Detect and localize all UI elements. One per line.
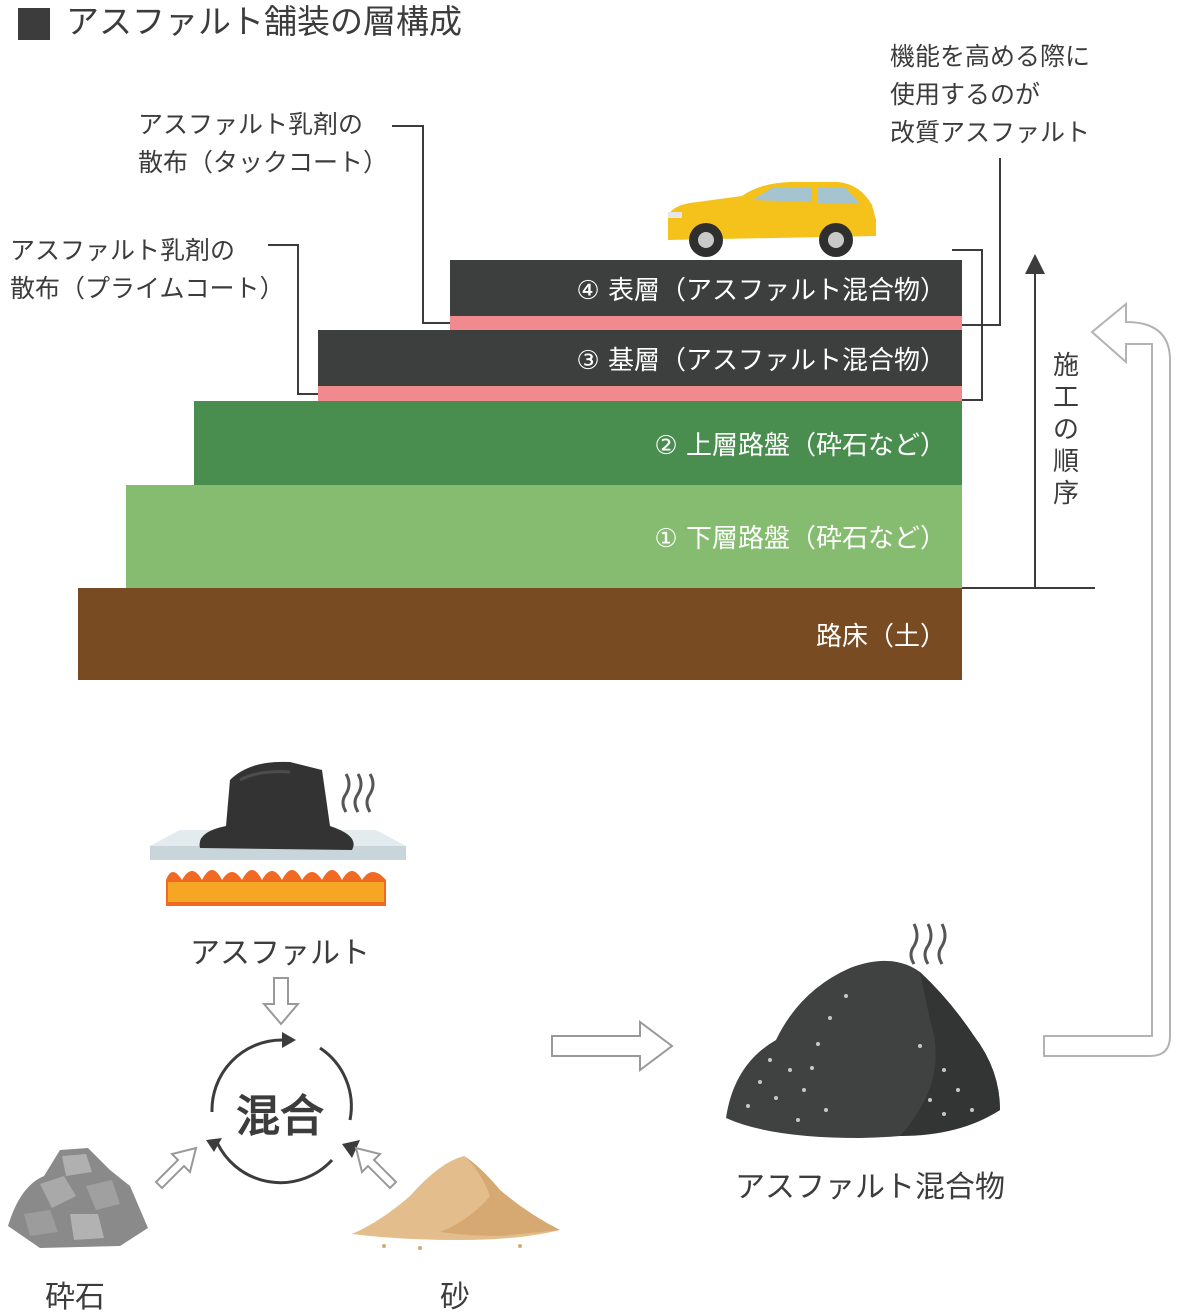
asphalt-mixture-label: アスファルト混合物 bbox=[735, 1170, 1005, 1205]
lower-roadbed-label: ① 下層路盤（砕石など） bbox=[654, 524, 946, 554]
base-layer: ③ 基層（アスファルト混合物） bbox=[318, 330, 962, 386]
heated-asphalt-icon bbox=[150, 761, 406, 906]
asphalt-label: アスファルト bbox=[190, 936, 370, 971]
prime-coat-band bbox=[318, 386, 962, 401]
order-arrow-head bbox=[1025, 254, 1045, 274]
subgrade-layer: 路床（土） bbox=[78, 588, 962, 680]
sand-label: 砂 bbox=[440, 1280, 470, 1315]
page-title: アスファルト舗装の層構成 bbox=[66, 2, 462, 41]
prime-coat-line1: アスファルト乳剤の bbox=[10, 236, 236, 265]
tack-coat-line1: アスファルト乳剤の bbox=[138, 110, 364, 139]
upper-roadbed-layer: ② 上層路盤（砕石など） bbox=[194, 401, 962, 485]
subgrade-label: 路床（土） bbox=[815, 621, 946, 652]
prime-coat-line2: 散布（プライムコート） bbox=[10, 274, 285, 303]
sand-icon bbox=[352, 1156, 560, 1250]
return-arrow bbox=[1043, 301, 1171, 1057]
mix-cycle-icon bbox=[210, 1038, 353, 1185]
surface-layer: ④ 表層（アスファルト混合物） bbox=[450, 260, 962, 316]
mix-label: 混合 bbox=[236, 1091, 324, 1142]
tack-coat-note: アスファルト乳剤の 散布（タックコート） bbox=[138, 106, 388, 182]
crushed-stone-icon bbox=[8, 1148, 148, 1248]
stone-to-mix-arrow bbox=[154, 1146, 198, 1190]
leader-lines bbox=[268, 125, 1095, 589]
sand-to-mix-arrow bbox=[354, 1146, 398, 1190]
lower-roadbed-layer: ① 下層路盤（砕石など） bbox=[126, 485, 962, 588]
car-icon bbox=[668, 182, 876, 257]
base-layer-label: ③ 基層（アスファルト混合物） bbox=[576, 345, 946, 376]
modified-line3: 改質アスファルト bbox=[890, 118, 1091, 147]
title-marker bbox=[18, 8, 50, 40]
surface-layer-label: ④ 表層（アスファルト混合物） bbox=[576, 275, 946, 306]
asphalt-layers-bracket bbox=[952, 249, 983, 401]
prime-coat-leader bbox=[268, 244, 318, 395]
mix-to-mixture-arrow bbox=[551, 1020, 674, 1072]
construction-order-label: 施 工 の 順 序 bbox=[1052, 351, 1079, 509]
asphalt-mixture-icon bbox=[726, 923, 1000, 1138]
modified-asphalt-note: 機能を高める際に 使用するのが 改質アスファルト bbox=[890, 38, 1090, 152]
tack-coat-line2: 散布（タックコート） bbox=[138, 148, 389, 177]
prime-coat-note: アスファルト乳剤の 散布（プライムコート） bbox=[10, 232, 285, 308]
asphalt-down-arrow bbox=[261, 977, 301, 1026]
modified-leader bbox=[962, 158, 1001, 326]
tack-coat-leader bbox=[392, 125, 450, 324]
tack-coat-band bbox=[450, 316, 962, 330]
modified-line2: 使用するのが bbox=[890, 80, 1041, 109]
crushed-stone-label: 砕石 bbox=[45, 1280, 105, 1315]
modified-line1: 機能を高める際に bbox=[890, 42, 1091, 71]
upper-roadbed-label: ② 上層路盤（砕石など） bbox=[654, 430, 946, 461]
